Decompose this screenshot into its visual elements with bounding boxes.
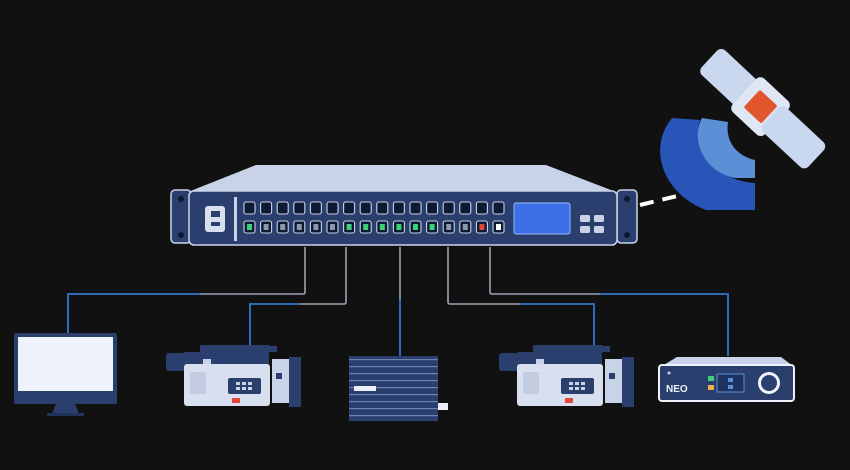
server-vent-line xyxy=(349,408,438,410)
port-status-led xyxy=(263,224,269,230)
rack-port-top xyxy=(376,201,389,215)
server-vent-lines xyxy=(349,359,438,417)
link-camcorder-left xyxy=(249,247,347,345)
link-monitor xyxy=(67,247,306,333)
server-vent-line xyxy=(349,359,438,361)
rack-divider xyxy=(234,197,237,241)
server-vent-line xyxy=(349,380,438,382)
port-status-led xyxy=(479,224,485,230)
link-camcorder-right-blue xyxy=(520,303,595,345)
port-status-led xyxy=(496,224,501,230)
camcorder-left-icon xyxy=(166,345,301,407)
server-vent-line xyxy=(349,394,438,396)
receiver-indicator xyxy=(728,378,733,382)
ear-screw xyxy=(624,232,630,238)
rack-port-top xyxy=(426,201,439,215)
signal-arc-outer xyxy=(660,118,755,210)
receiver-panel xyxy=(716,373,745,393)
receiver-led xyxy=(667,371,671,375)
rack-control-button xyxy=(594,215,604,222)
server-vent-line xyxy=(349,366,438,368)
camcorder-right-icon xyxy=(499,345,634,407)
server-label xyxy=(354,386,376,391)
ear-screw xyxy=(178,196,184,202)
port-status-led xyxy=(280,224,286,230)
receiver-icon: NEO xyxy=(658,357,795,402)
camcorder-body xyxy=(499,345,634,407)
port-row-top xyxy=(243,201,505,215)
rack-port-top xyxy=(459,201,472,215)
port-status-led xyxy=(429,224,435,230)
rack-port-top xyxy=(492,201,505,215)
link-receiver-blue xyxy=(600,293,729,356)
rack-port-top xyxy=(409,201,422,215)
rack-port-top xyxy=(243,201,256,215)
port-status-led xyxy=(446,224,452,230)
rack-port-top xyxy=(359,201,372,215)
link-monitor-blue xyxy=(67,293,200,333)
port-status-led xyxy=(462,224,468,230)
rack-control-button xyxy=(594,226,604,233)
monitor-bezel-bottom xyxy=(14,393,117,404)
rack-display xyxy=(513,202,571,235)
signal-arc-inner xyxy=(697,118,755,178)
rack-port-top xyxy=(442,201,455,215)
rack-control-button xyxy=(580,226,590,233)
receiver-indicator xyxy=(708,376,714,381)
port-row-bottom xyxy=(243,220,505,234)
port-status-led xyxy=(413,224,418,230)
rack-port-top xyxy=(309,201,322,215)
link-camcorder-right xyxy=(447,247,595,345)
rack-port-top xyxy=(392,201,405,215)
rack-port-top xyxy=(260,201,273,215)
receiver-badge: NEO xyxy=(666,384,688,395)
rack-port-top xyxy=(293,201,306,215)
rack-top xyxy=(188,165,616,192)
port-status-led xyxy=(330,224,335,230)
rack-port-top xyxy=(475,201,488,215)
port-status-led xyxy=(247,224,252,230)
monitor-screen xyxy=(18,337,113,391)
rack-control-button xyxy=(580,215,590,222)
rack-port-top xyxy=(276,201,289,215)
monitor-stand xyxy=(52,404,79,414)
io-port xyxy=(211,211,220,217)
port-status-led xyxy=(363,224,369,230)
port-status-led xyxy=(296,224,302,230)
rack-port-top xyxy=(343,201,356,215)
receiver-top xyxy=(662,357,793,366)
monitor-base xyxy=(47,413,84,416)
link-receiver xyxy=(489,247,729,356)
link-camcorder-left-blue xyxy=(249,303,300,345)
server-box-icon xyxy=(349,356,448,421)
server-vent-line xyxy=(349,373,438,375)
receiver-knob-center xyxy=(761,375,777,391)
receiver-indicator xyxy=(728,385,733,389)
server-vent-line xyxy=(349,415,438,417)
port-status-led xyxy=(396,224,402,230)
rack-switch xyxy=(170,165,638,246)
ear-screw xyxy=(624,196,630,202)
camcorder-body xyxy=(166,345,301,407)
rack-port-top xyxy=(326,201,339,215)
server-vent-line xyxy=(349,387,438,389)
io-port xyxy=(211,222,220,226)
monitor-icon xyxy=(14,333,117,416)
port-status-led xyxy=(379,224,385,230)
rack-io-slot xyxy=(205,206,225,232)
ear-screw xyxy=(178,232,184,238)
port-status-led xyxy=(313,224,319,230)
satellite-icon xyxy=(660,48,826,210)
satellite-core xyxy=(744,90,777,123)
server-side-port xyxy=(438,403,448,410)
port-status-led xyxy=(346,224,352,230)
satellite-panel-right xyxy=(761,106,826,169)
server-vent-line xyxy=(349,401,438,403)
receiver-indicator xyxy=(708,385,714,390)
